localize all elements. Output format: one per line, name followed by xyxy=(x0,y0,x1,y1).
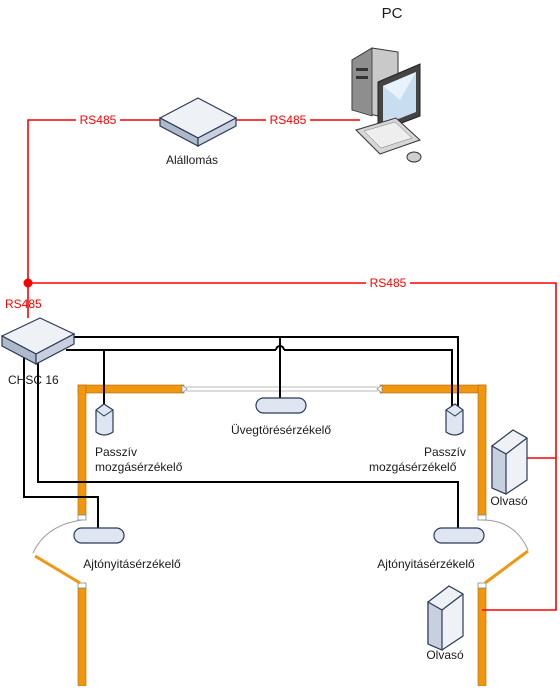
controller-icon xyxy=(0,317,76,365)
wall-top-right xyxy=(379,384,487,394)
window-end-right xyxy=(376,384,383,394)
substation-icon xyxy=(158,97,238,147)
controller-label: CHSC 16 xyxy=(8,373,59,387)
rs485-label-long: RS485 xyxy=(370,276,407,290)
wall-left-upper xyxy=(77,384,87,516)
door-sensor-left-label: Ajtónyitásérzékelő xyxy=(83,557,181,571)
controller-wiring xyxy=(23,336,459,528)
pir-right-label-line2: mozgásérzékelő xyxy=(369,460,457,474)
door-jamb-right-bottom xyxy=(477,582,487,589)
reader-bottom-icon xyxy=(427,585,464,651)
glass-break-sensor-icon xyxy=(255,397,307,414)
door-right xyxy=(481,519,529,585)
substation-label: Alállomás xyxy=(166,153,218,167)
pir-left-label-line1: Passzív xyxy=(95,445,137,459)
pir-right-icon xyxy=(445,403,464,436)
reader-top-label: Olvasó xyxy=(490,494,528,508)
door-sensor-left-icon xyxy=(73,527,125,544)
rs485-label-pc: RS485 xyxy=(270,113,307,127)
pc-icon xyxy=(351,47,422,163)
door-jamb-left-top xyxy=(77,514,87,521)
bus-junction xyxy=(23,278,33,288)
wall-left-lower xyxy=(77,587,87,687)
window-glass xyxy=(186,386,378,392)
reader-top-icon xyxy=(491,429,528,495)
rs485-label-substation: RS485 xyxy=(80,113,117,127)
window-end-left xyxy=(181,384,188,394)
door-jamb-right-top xyxy=(477,514,487,521)
pc-label: PC xyxy=(382,5,403,22)
rs485-label-controller: RS485 xyxy=(5,297,42,311)
pir-left-label-line2: mozgásérzékelő xyxy=(95,460,183,474)
door-jamb-left-bottom xyxy=(77,582,87,589)
door-sensor-right-icon xyxy=(433,527,485,544)
door-sensor-right-label: Ajtónyitásérzékelő xyxy=(377,557,475,571)
pir-right-label-line1: Passzív xyxy=(424,445,466,459)
pir-left-icon xyxy=(95,403,114,436)
door-left xyxy=(32,519,83,585)
wall-right-lower xyxy=(477,587,487,687)
wall-right-upper xyxy=(477,384,487,516)
glass-break-label: Üvegtörésérzékelő xyxy=(231,423,331,437)
reader-bottom-label: Olvasó xyxy=(426,648,464,662)
wall-top-left xyxy=(77,384,185,394)
